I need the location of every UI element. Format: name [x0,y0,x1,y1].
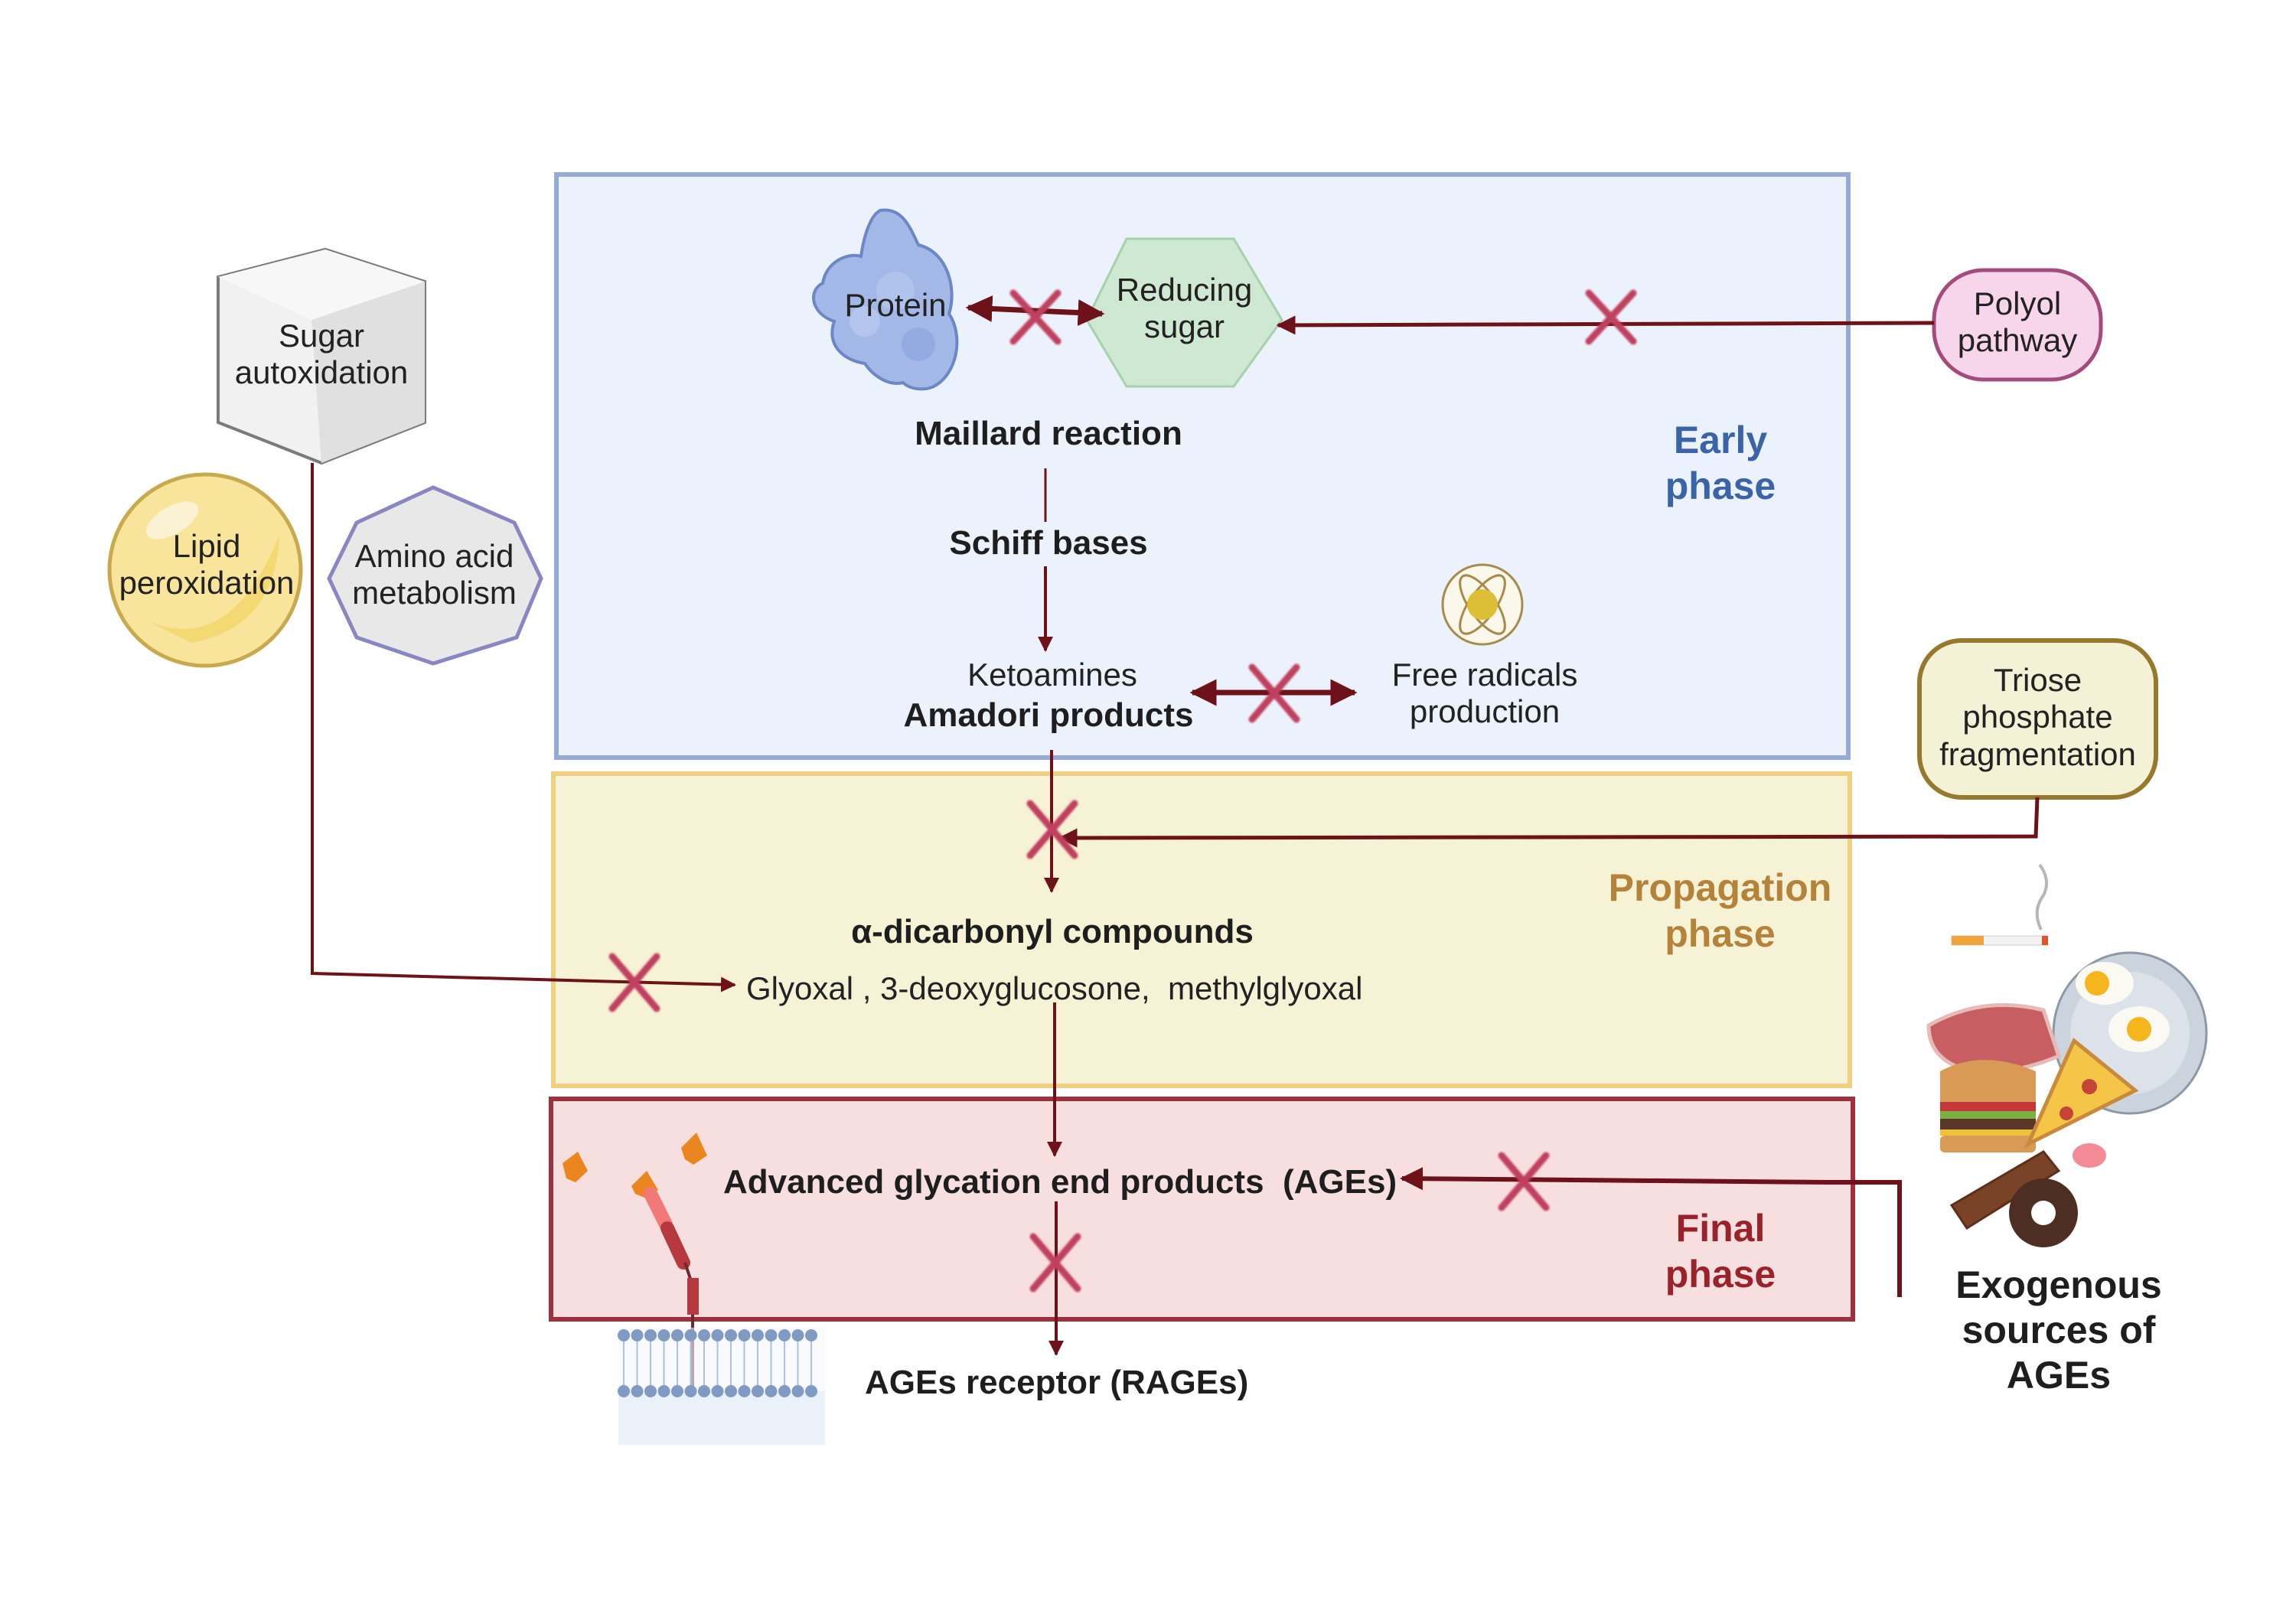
lipid-head [725,1329,737,1341]
sugar-autoxidation-label: Sugar autoxidation [234,318,409,391]
lipid-head [725,1385,737,1397]
triose-phosphate-box [1917,638,2158,800]
amino-acid-metabolism-label: Amino acid metabolism [352,538,517,611]
junk-food-icon [1926,863,2208,1247]
cell-membrane-icon [618,1328,825,1446]
lipid-head [791,1385,804,1397]
polyol-pathway-label: Polyol pathway [1957,285,2078,359]
dicarbonyl-compounds-label: α-dicarbonyl compounds [851,913,1254,950]
ages-molecule-icon [563,1152,588,1182]
inhibition-x-icon [1585,289,1637,345]
inhibition-x-icon [1026,800,1078,859]
lipid-head [657,1385,670,1397]
lipid-head [671,1385,683,1397]
inhibition-x-icon [1498,1152,1550,1211]
exogenous-to-ages-arrow [1400,1167,1902,1297]
atom-icon [1441,563,1524,646]
inhibition-x-icon [1029,1233,1081,1292]
lipid-head [657,1329,670,1341]
lipid-head [765,1385,778,1397]
inhibition-x-icon [1009,289,1062,345]
lipid-head [618,1329,630,1341]
sugar-cube-icon [217,247,426,465]
ketoamines-label: Ketoamines [967,657,1137,693]
ages-molecule-icon [681,1133,707,1165]
dicarbonyl-list-label: Glyoxal , 3-deoxyglucosone, methylglyoxa… [746,970,1363,1006]
reducing-sugar-label: Reducing sugar [1116,272,1253,345]
inhibition-marks [608,289,1637,1292]
lipid-head [671,1329,683,1341]
propagation-phase-box [551,771,1852,1088]
lipid-head [738,1385,751,1397]
lipid-head [631,1329,644,1341]
free-radicals-label: Free radicals production [1391,657,1578,730]
lipid-head [711,1329,724,1341]
lipid-head [684,1385,697,1397]
triose-phosphate-label: Triose phosphate fragmentation [1939,662,2136,772]
final-phase-label: Final phase [1665,1207,1776,1296]
ages-label: Advanced glycation end products (AGEs) [723,1163,1397,1201]
lipid-head [698,1329,710,1341]
lipid-head [698,1385,710,1397]
protein-sugar-arrow [965,295,1105,327]
early-phase-label: Early phase [1665,419,1776,507]
final-phase-box [549,1097,1855,1322]
triose-to-dicarbonyl-arrow [1058,797,2040,848]
lipid-peroxidation-label: Lipid peroxidation [119,528,295,601]
rage-receptor-icon [644,1187,699,1408]
lipid-head [791,1329,804,1341]
lipid-head [805,1329,817,1341]
inhibition-x-icon [608,953,660,1012]
lipid-head [631,1385,644,1397]
lipid-head [644,1385,657,1397]
amino-acid-heptagon-icon [327,485,543,666]
protein-label: Protein [844,287,947,323]
lipid-head [805,1385,817,1397]
sugar-autox-to-glyoxal-arrow [311,463,736,993]
protein-blob-icon [812,208,959,391]
lipid-head [752,1385,764,1397]
lipid-droplet-icon [107,472,303,668]
lipid-head [765,1329,778,1341]
maillard-reaction-label: Maillard reaction [915,415,1182,452]
lipid-head [752,1329,764,1341]
propagation-phase-label: Propagation phase [1608,866,1832,955]
lipid-head [711,1385,724,1397]
lipid-head [778,1329,791,1341]
arrows [311,295,2040,1356]
rages-label: AGEs receptor (RAGEs) [865,1364,1249,1401]
inhibition-x-icon [1248,663,1300,723]
lipid-head [684,1329,697,1341]
lipid-head [644,1329,657,1341]
schiff-bases-label: Schiff bases [949,524,1148,562]
lipid-head [778,1385,791,1397]
lipid-head [738,1329,751,1341]
exogenous-sources-label: Exogenous sources of AGEs [1955,1263,2162,1397]
lipid-head [618,1385,630,1397]
amadori-products-label: Amadori products [903,696,1194,734]
